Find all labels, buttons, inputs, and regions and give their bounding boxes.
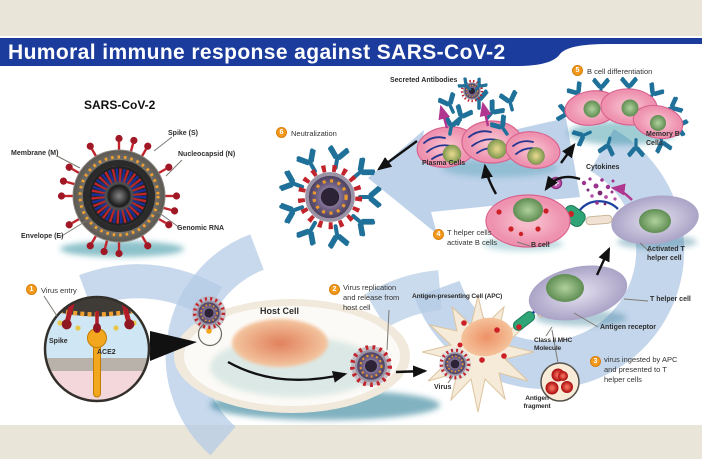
title-banner (0, 38, 702, 66)
step-6-badge: 6 (276, 127, 287, 138)
label-mhc: Class II MHC Molecule (534, 337, 573, 353)
label-memory-b-cells: Memory B Cells (646, 131, 680, 147)
label-antigen-fragment: Antigen fragment (523, 395, 551, 411)
label-plasma-cells: Plasma Cells (422, 160, 466, 167)
arrow-plasma-to-neutralization (377, 140, 418, 171)
step-3-label: virus ingested by APC and presented to T… (604, 355, 678, 384)
label-activated-t-helper: Activated T helper cell (647, 246, 685, 262)
arrow-host-to-apc (395, 365, 428, 378)
step-2-label: Virus replication and release from host … (343, 283, 400, 312)
arrow-to-differentiation (560, 143, 576, 164)
plasma-cells (416, 120, 561, 169)
step-5-label: B cell differentiation (587, 67, 653, 76)
label-secreted-antibodies: Secreted Antibodies (390, 77, 458, 84)
label-spike-s: Spike (S) (168, 130, 198, 137)
label-inset-spike: Spike (49, 338, 68, 345)
arrow-thelper-to-activated (595, 246, 611, 276)
label-envelope-e: Envelope (E) (21, 233, 64, 240)
virus-entry-inset (43, 295, 151, 403)
step-4-badge: 4 (433, 229, 444, 240)
label-b-cell: B cell (531, 242, 550, 249)
label-genomic-rna: Genomic RNA (177, 225, 225, 232)
apc-nucleus (461, 317, 513, 357)
arrow-antibody-secretion (479, 101, 492, 127)
b-cell (485, 194, 571, 248)
ace2-receptor (87, 311, 107, 398)
label-cytokines: Cytokines (586, 164, 620, 171)
genomic-rna-coil (91, 168, 147, 224)
magnifier-wedge (150, 331, 197, 361)
antigen-receptor-icon (579, 200, 619, 211)
label-membrane-m: Membrane (M) (11, 150, 59, 157)
host-cell-nucleus (232, 319, 328, 367)
arrow-antibody-secretion (438, 104, 451, 129)
arrow-bcell-to-plasma (481, 163, 498, 195)
label-t-helper: T helper cell (650, 296, 691, 303)
virion-heading: SARS-CoV-2 (84, 98, 156, 112)
arrow-cytokines-to-bcell (544, 175, 581, 191)
label-ace2: ACE2 (97, 349, 116, 356)
flow-arrows (227, 140, 611, 383)
arrow-replication (227, 360, 348, 383)
label-nucleocapsid-n: Nucleocapsid (N) (178, 151, 236, 158)
plasma-cell (505, 131, 561, 169)
step-1-badge: 1 (26, 284, 37, 295)
page-title: Humoral immune response against SARS-CoV… (8, 41, 506, 64)
spike-protein (61, 302, 135, 330)
activated-t-helper-cell (611, 195, 699, 245)
label-host-cell: Host Cell (260, 306, 300, 316)
arrow-activated-to-cytokines (610, 183, 633, 201)
envelope-ring (83, 160, 155, 232)
step-6-label: Neutralization (291, 129, 337, 138)
antigen-fragment-inset (540, 362, 580, 402)
step-2-badge: 2 (329, 284, 340, 295)
step-4-label: T helper cells activate B cells (447, 228, 498, 247)
memory-b-cells (555, 77, 689, 157)
t-helper-cell (528, 265, 628, 321)
apc-cell (421, 293, 564, 413)
membrane-protein-ring (78, 155, 160, 237)
label-apc: Antigen-presenting Cell (APC) (412, 293, 503, 300)
step-1-label: Virus entry (41, 286, 77, 295)
sars-cov-2-virion (57, 134, 181, 258)
plasma-cell (416, 126, 478, 168)
magenta-arrows (438, 101, 633, 201)
label-connector-lines (43, 136, 651, 384)
step-5-badge: 5 (572, 65, 583, 76)
step-3-badge: 3 (590, 356, 601, 367)
label-antigen-receptor: Antigen receptor (600, 324, 657, 331)
label-virus: Virus (434, 384, 452, 391)
